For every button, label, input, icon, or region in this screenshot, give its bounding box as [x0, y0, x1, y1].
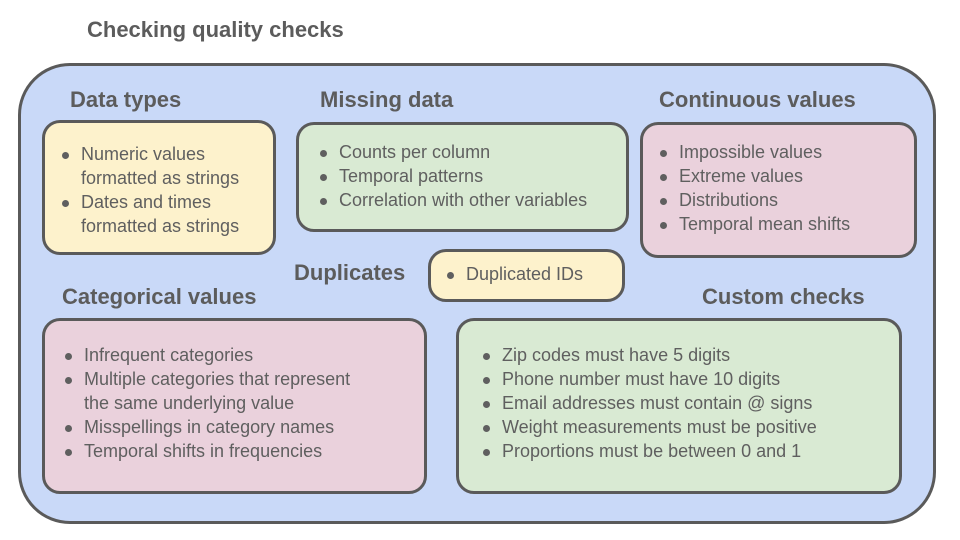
list-item: Duplicated IDs: [442, 262, 612, 286]
list-item: Proportions must be between 0 and 1: [478, 439, 889, 463]
list-item: Weight measurements must be positive: [478, 415, 889, 439]
custom-checks-title: Custom checks: [702, 284, 865, 309]
list-item: Temporal mean shifts: [655, 212, 904, 236]
list-item: Email addresses must contain @ signs: [478, 391, 889, 415]
list-item: Counts per column: [315, 140, 616, 164]
list-item: Temporal shifts in frequencies: [60, 439, 414, 463]
list-item: Temporal patterns: [315, 164, 616, 188]
list-item: Misspellings in category names: [60, 415, 414, 439]
list-item: Phone number must have 10 digits: [478, 367, 889, 391]
data-types-title: Data types: [70, 87, 182, 112]
categorical-values-title: Categorical values: [62, 284, 257, 309]
page-title: Checking quality checks: [87, 17, 344, 42]
duplicates-box: Duplicated IDs: [428, 249, 625, 302]
continuous-values-title: Continuous values: [659, 87, 856, 112]
list-item: Infrequent categories: [60, 343, 414, 367]
list-item: Extreme values: [655, 164, 904, 188]
list-item: Impossible values: [655, 140, 904, 164]
list-item: Correlation with other variables: [315, 188, 616, 212]
missing-data-title: Missing data: [320, 87, 454, 112]
list-item: Distributions: [655, 188, 904, 212]
list-item: Zip codes must have 5 digits: [478, 343, 889, 367]
duplicates-title: Duplicates: [294, 260, 406, 285]
duplicates-list: Duplicated IDs: [442, 262, 612, 286]
